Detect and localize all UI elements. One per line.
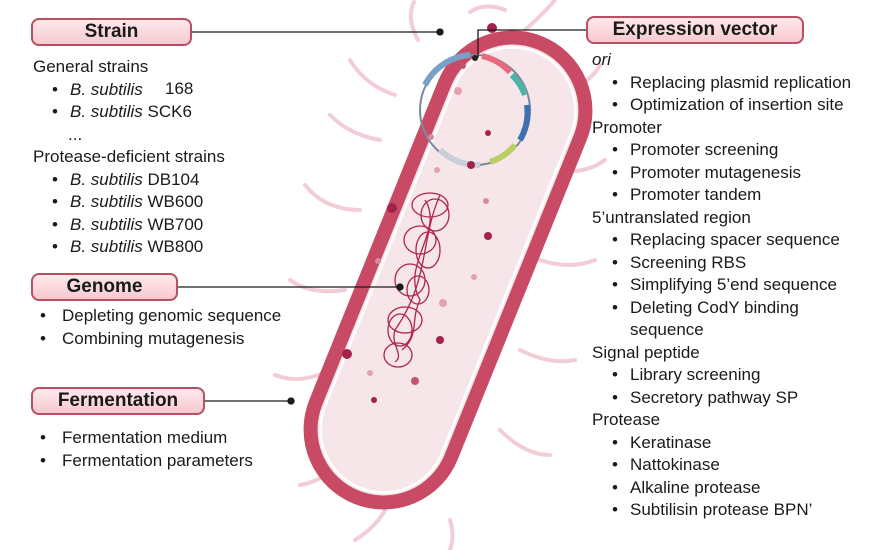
list-item: Combining mutagenesis	[24, 328, 281, 351]
list-item: Promoter mutagenesis	[592, 162, 851, 185]
strain-168: 168	[165, 79, 194, 98]
strain-list: General strains B. subtilis B. subtilis …	[33, 56, 225, 259]
chromosome	[383, 192, 450, 368]
list-item: Promoter tandem	[592, 184, 851, 207]
list-item: B. subtilis	[33, 79, 225, 102]
plasmid	[419, 52, 531, 169]
expression-vector-label: Expression vector	[586, 16, 804, 44]
list-item: Simplifying 5’end sequence	[592, 274, 851, 297]
list-item: Promoter screening	[592, 139, 851, 162]
list-item: B. subtilis DB104	[33, 169, 225, 192]
list-item: B. subtilis WB700	[33, 214, 225, 237]
cell-membrane	[319, 46, 577, 494]
genome-label: Genome	[31, 273, 178, 301]
list-item: Replacing plasmid replication	[592, 72, 851, 95]
fermentation-label: Fermentation	[31, 387, 205, 415]
protease-header: Protease	[592, 410, 661, 429]
list-item: Replacing spacer sequence	[592, 229, 851, 252]
list-item: Keratinase	[592, 432, 851, 455]
fermentation-list: Fermentation medium Fermentation paramet…	[24, 427, 253, 472]
list-item: Subtilisin protease BPN’	[592, 499, 851, 522]
list-item: B. subtilis SCK6	[33, 101, 225, 124]
connector-lines	[178, 28, 586, 405]
utr-header: 5’untranslated region	[592, 207, 751, 227]
strain-label: Strain	[31, 18, 192, 46]
protease-deficient-header: Protease-deficient strains	[33, 147, 225, 166]
list-item: Fermentation medium	[24, 427, 253, 450]
general-strains-header: General strains	[33, 57, 149, 76]
expression-vector-list: ori Replacing plasmid replication Optimi…	[592, 49, 851, 522]
list-item: B. subtilis WB800	[33, 236, 225, 259]
genome-list: Depleting genomic sequence Combining mut…	[24, 305, 281, 350]
list-item: Alkaline protease	[592, 477, 851, 500]
granules	[342, 23, 497, 403]
list-item: Deleting CodY binding	[592, 297, 851, 320]
list-item: Optimization of insertion site	[592, 94, 851, 117]
promoter-header: Promoter	[592, 117, 662, 137]
list-item: Nattokinase	[592, 454, 851, 477]
list-item-continuation: sequence	[630, 320, 704, 339]
list-item: Library screening	[592, 364, 851, 387]
list-item: Secretory pathway SP	[592, 387, 851, 410]
ori-header: ori	[592, 50, 611, 69]
cell-wall	[303, 30, 593, 510]
list-item: Depleting genomic sequence	[24, 305, 281, 328]
list-item: Fermentation parameters	[24, 450, 253, 473]
list-item: Screening RBS	[592, 252, 851, 275]
list-item: B. subtilis WB600	[33, 191, 225, 214]
ellipsis: ...	[68, 124, 83, 144]
signal-peptide-header: Signal peptide	[592, 342, 700, 362]
